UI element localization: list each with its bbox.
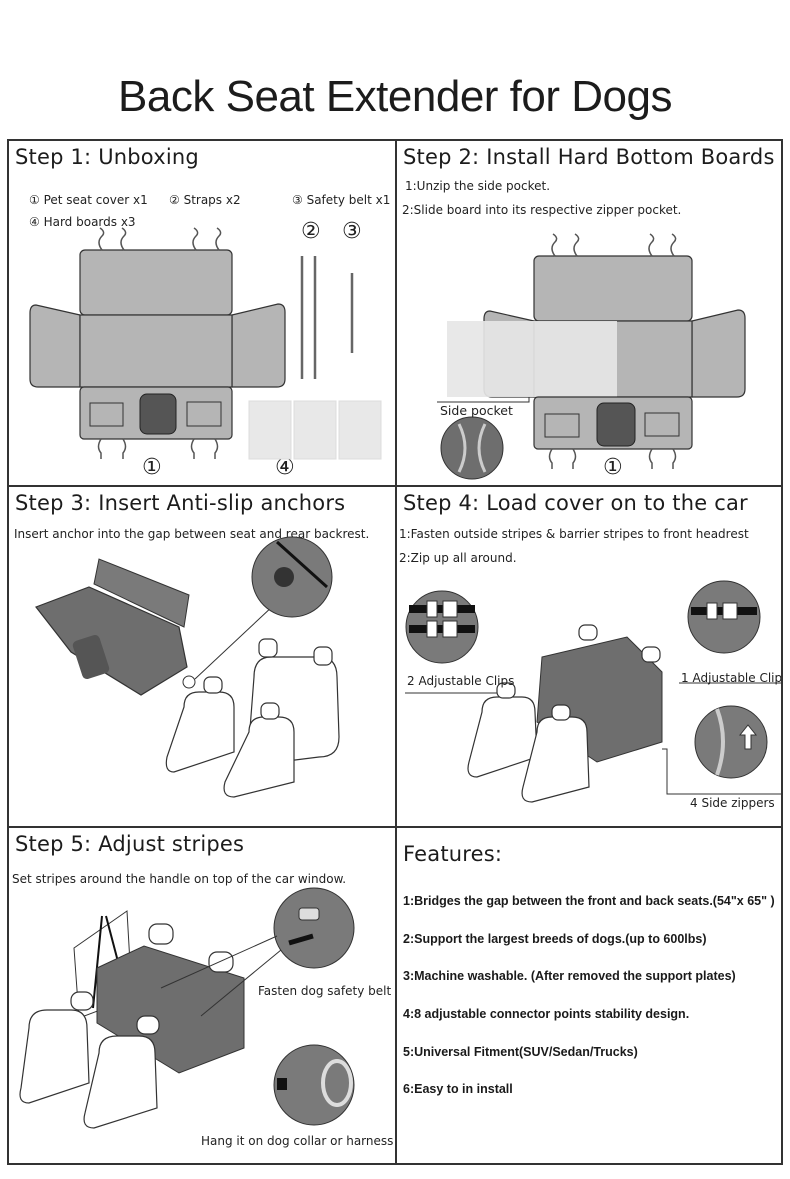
item-straps: ② Straps x2 [169, 193, 241, 207]
feature-item: 6:Easy to in install [403, 1082, 513, 1096]
safety-belt-detail-icon [273, 887, 355, 969]
side-pocket-label: Side pocket [440, 403, 513, 418]
instruction-2: 2:Zip up all around. [399, 551, 517, 565]
hard-boards [248, 400, 382, 460]
belt-label: Fasten dog safety belt [258, 984, 392, 998]
load-cover-illustration [405, 580, 781, 803]
zipper-detail-icon [694, 705, 768, 779]
pocket-right [186, 401, 222, 427]
feature-item: 2:Support the largest breeds of dogs.(up… [403, 932, 707, 946]
unboxing-illustration [29, 227, 382, 460]
features-heading: Features: [403, 842, 503, 866]
step-2-panel: Step 2: Install Hard Bottom Boards 1:Unz… [395, 139, 783, 487]
car-seats [165, 638, 340, 798]
instruction-1: Insert anchor into the gap between seat … [14, 527, 370, 541]
step-3-panel: Step 3: Insert Anti-slip anchors Insert … [7, 485, 397, 828]
step-2-heading: Step 2: Install Hard Bottom Boards [403, 145, 775, 169]
cover-right-flap [231, 303, 286, 388]
cover-left-flap [29, 304, 81, 388]
zippers-label: 4 Side zippers [690, 796, 775, 810]
feature-item: 1:Bridges the gap between the front and … [403, 894, 775, 908]
hooks [97, 227, 222, 459]
page-title: Back Seat Extender for Dogs [118, 72, 672, 121]
adjust-stripes-illustration [19, 887, 355, 1129]
feature-item: 3:Machine washable. (After removed the s… [403, 969, 736, 983]
feature-item: 5:Universal Fitment(SUV/Sedan/Trucks) [403, 1045, 638, 1059]
feature-item: 4:8 adjustable connector points stabilit… [403, 1007, 690, 1021]
board-sliding-in [447, 321, 617, 397]
cover-seat [79, 314, 233, 388]
cover-back-flap [79, 249, 233, 316]
straps [300, 256, 317, 379]
step-5-panel: Step 5: Adjust stripes Set stripes aroun… [7, 826, 397, 1165]
right-clips-label: 1 Adjustable Clips [681, 671, 783, 685]
instruction-1: 1:Unzip the side pocket. [405, 179, 551, 193]
anchor-illustration [35, 536, 340, 798]
mesh-window [139, 393, 177, 435]
step-1-panel: Step 1: Unboxing ① Pet seat cover x1 ② S… [7, 139, 397, 487]
install-boards-illustration [437, 233, 746, 480]
instruction-1: Set stripes around the handle on top of … [12, 872, 347, 886]
instruction-1: 1:Fasten outside stripes & barrier strip… [399, 527, 749, 541]
features-panel: Features: 1:Bridges the gap between the … [395, 826, 783, 1165]
collar-label: Hang it on dog collar or harness [201, 1134, 394, 1148]
instruction-2: 2:Slide board into its respective zipper… [402, 203, 682, 217]
step-4-panel: Step 4: Load cover on to the car 1:Faste… [395, 485, 783, 828]
callout-3: ③ [342, 219, 362, 244]
callout-1: ① [142, 455, 162, 480]
item-pet-seat-cover: ① Pet seat cover x1 [29, 193, 148, 207]
item-safety-belt: ③ Safety belt x1 [292, 193, 391, 207]
side-pocket-leader [437, 397, 530, 403]
step-1-heading: Step 1: Unboxing [15, 145, 199, 169]
anchor-icon [182, 675, 196, 689]
arrow-up-icon [738, 724, 758, 750]
step-4-heading: Step 4: Load cover on to the car [403, 491, 748, 515]
callout-2: ② [301, 219, 321, 244]
left-clips-label: 2 Adjustable Clips [407, 674, 515, 688]
callout-1: ① [603, 455, 623, 480]
cover-hammock [35, 586, 188, 696]
zipper-detail-icon [440, 416, 504, 480]
callout-4: ④ [275, 455, 295, 480]
pocket-left [89, 402, 124, 427]
item-hard-boards: ④ Hard boards x3 [29, 215, 136, 229]
step-5-heading: Step 5: Adjust stripes [15, 832, 245, 856]
step-3-heading: Step 3: Insert Anti-slip anchors [15, 491, 346, 515]
